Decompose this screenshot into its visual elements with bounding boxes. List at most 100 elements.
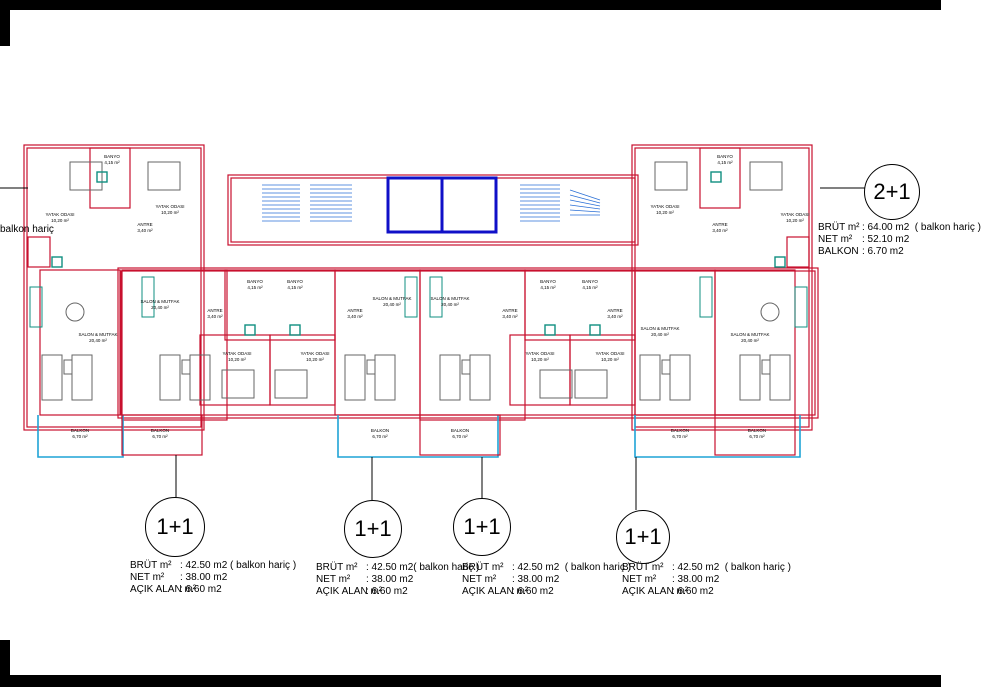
bedroom-1 [269,334,336,406]
room-label-antre: ANTRE [347,308,362,313]
top-black-bar [0,0,941,10]
sofa-b-5 [769,354,791,401]
room-area-yatak: 10,20 m² [51,218,69,223]
room-label-salon: SALON & MUTFAK [730,332,769,337]
kitchen-counter-4 [794,286,808,328]
stat-row: NET m²: 52.10 m2 [818,234,981,246]
sofa-b-2 [374,354,396,401]
stat-key: NET m² [622,574,657,585]
armchair-2 [366,359,376,375]
room-label-banyo: BANYO [104,154,120,159]
stat-row: BRÜT m²: 42.50 m2( balkon hariç ) [316,562,479,574]
stat-row: AÇIK ALAN m²: 6.60 m2 [130,584,296,596]
room-label-salon: SALON & MUTFAK [640,326,679,331]
stat-key: AÇIK ALAN m² [622,586,689,597]
room-area-banyo: 4,15 m² [717,160,733,165]
bath-1 [699,147,741,209]
stat-value: : 6.60 m2 [366,586,408,597]
room-area-salon: 20,40 m² [89,338,107,343]
stat-value: : 42.50 m2 ( balkon hariç ) [672,562,791,573]
room-partition-7 [39,269,121,416]
balcony-room-0 [121,414,203,456]
fixture-6 [544,324,556,336]
room-area-salon: 20,40 m² [441,302,459,307]
stat-value: : 38.00 m2 [366,574,414,585]
bed-2 [654,161,688,191]
room-label-yatak: YATAK ODASI [650,204,679,209]
stat-key: BRÜT m² [622,562,664,573]
unit-stats-u1d: BRÜT m²: 42.50 m2 ( balkon hariç )NET m²… [622,562,791,598]
room-area-antre: 3,40 m² [207,314,223,319]
room-area-salon: 20,40 m² [151,305,169,310]
room-label-antre: ANTRE [502,308,517,313]
stat-key: NET m² [130,572,165,583]
stair-step-right-2 [569,199,601,207]
stat-row: AÇIK ALAN m²: 6.60 m2 [316,586,479,598]
unit-stats-u1c: BRÜT m²: 42.50 m2 ( balkon hariç )NET m²… [462,562,631,598]
armchair-0 [63,359,73,375]
armchair-1 [181,359,191,375]
room-label-balkon: BALKON [151,428,169,433]
room-area-yatak: 10,20 m² [228,357,246,362]
kitchen-counter-3 [429,276,443,318]
stat-row: BRÜT m² : 42.50 m2 ( balkon hariç ) [622,562,791,574]
stat-row: BRÜT m²: 42.50 m2 ( balkon hariç ) [130,560,296,572]
bed-4 [221,369,255,399]
room-area-salon: 20,40 m² [741,338,759,343]
sofa-b-3 [469,354,491,401]
room-area-yatak: 10,20 m² [306,357,324,362]
room-area-antre: 3,40 m² [137,228,153,233]
room-label-banyo: BANYO [717,154,733,159]
room-area-balkon: 6,70 m² [452,434,468,439]
stair-step-right-2 [569,194,601,204]
stat-value: : 42.50 m2 ( balkon hariç ) [512,562,631,573]
room-area-banyo: 4,15 m² [582,285,598,290]
room-label-banyo: BANYO [540,279,556,284]
stat-value: : 38.00 m2 [180,572,228,583]
room-area-banyo: 4,15 m² [287,285,303,290]
fixture-4 [244,324,256,336]
stat-value: : 6.60 m2 [672,586,714,597]
stat-row: BRÜT m²: 64.00 m2 ( balkon hariç ) [818,222,981,234]
room-area-yatak: 10,20 m² [786,218,804,223]
room-area-balkon: 6,70 m² [72,434,88,439]
right-unit-shell [631,144,813,431]
room-partition-0 [121,269,228,421]
left-cut-label: balkon hariç [0,224,54,235]
stat-row: NET m²: 38.00 m2 [462,574,631,586]
stat-row: AÇIK ALAN m²: 6.60 m2 [622,586,791,598]
kitchen-counter-5 [699,276,713,318]
room-label-yatak: YATAK ODASI [300,351,329,356]
room-label-yatak: YATAK ODASI [595,351,624,356]
room-area-salon: 20,40 m² [651,332,669,337]
room-label-salon: SALON & MUTFAK [372,296,411,301]
bed-6 [539,369,573,399]
room-area-yatak: 10,20 m² [531,357,549,362]
room-label-balkon: BALKON [371,428,389,433]
balcony-rail-2 [634,415,801,458]
fixture-3 [774,256,786,268]
room-label-salon: SALON & MUTFAK [140,299,179,304]
stair-step-right-2 [569,209,601,213]
room-label-salon: SALON & MUTFAK [78,332,117,337]
stat-key: AÇIK ALAN m² [130,584,197,595]
room-partition-3 [419,269,526,421]
stat-key: NET m² [818,234,853,245]
room-label-antre: ANTRE [207,308,222,313]
stat-value: : 42.50 m2 ( balkon hariç ) [180,560,297,571]
sofa-b-4 [669,354,691,401]
core-shell [227,174,639,246]
stat-row: NET m²: 38.00 m2 [622,574,791,586]
sofa-0 [41,354,63,401]
stat-key: NET m² [316,574,351,585]
stat-key: BRÜT m² [818,222,860,233]
dining-table-0 [65,302,85,322]
fixture-5 [289,324,301,336]
sofa-3 [439,354,461,401]
room-label-banyo: BANYO [247,279,263,284]
room-label-antre: ANTRE [712,222,727,227]
left-black-bar-bottom [0,640,10,687]
sofa-1 [159,354,181,401]
dining-table-1 [760,302,780,322]
room-area-yatak: 10,20 m² [656,210,674,215]
